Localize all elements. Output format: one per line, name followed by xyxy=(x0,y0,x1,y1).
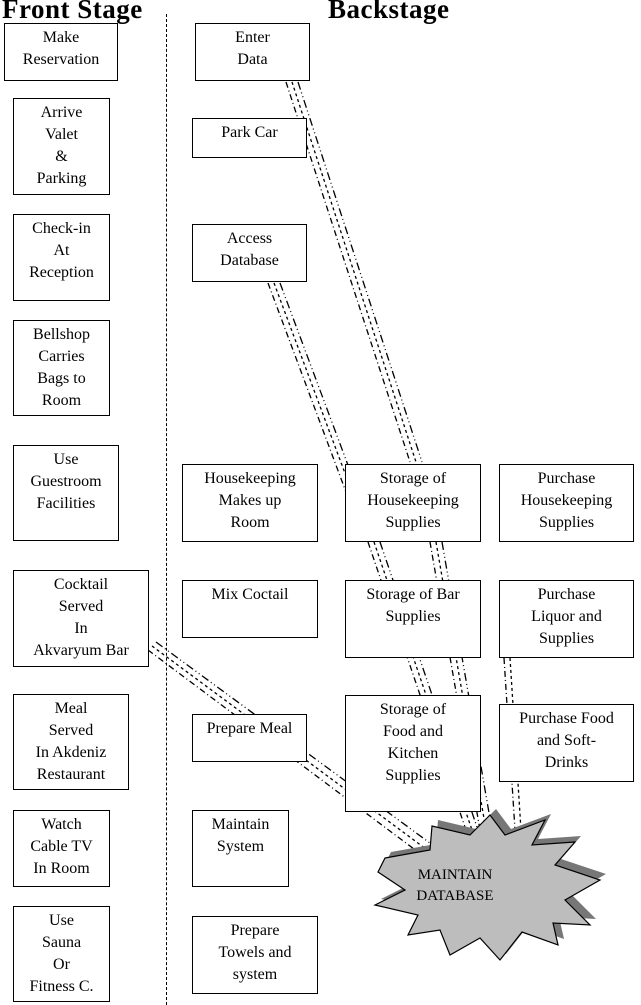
purchase-housekeeping: Purchase Housekeeping Supplies xyxy=(499,464,634,542)
front-make-reservation: Make Reservation xyxy=(4,23,118,81)
purchase-food: Purchase Food and Soft- Drinks xyxy=(499,704,634,782)
front-check-in: Check-in At Reception xyxy=(13,214,110,301)
back-access-database: Access Database xyxy=(192,224,307,282)
front-cocktail-served: Cocktail Served In Akvaryum Bar xyxy=(13,570,149,667)
back-mix-coctail: Mix Coctail xyxy=(182,580,318,638)
front-arrive-valet: Arrive Valet & Parking xyxy=(13,98,110,195)
front-watch-cable-tv: Watch Cable TV In Room xyxy=(13,810,110,887)
front-use-sauna: Use Sauna Or Fitness C. xyxy=(13,906,110,1002)
maintain-database-label: MAINTAIN DATABASE xyxy=(416,867,494,904)
storage-bar: Storage of Bar Supplies xyxy=(345,580,481,658)
back-enter-data: Enter Data xyxy=(195,23,310,81)
back-maintain-system: Maintain System xyxy=(192,810,289,887)
back-housekeeping: Housekeeping Makes up Room xyxy=(182,464,318,542)
line-of-visibility xyxy=(166,14,167,1005)
storage-food-kitchen: Storage of Food and Kitchen Supplies xyxy=(345,695,481,812)
purchase-liquor: Purchase Liquor and Supplies xyxy=(499,580,634,658)
back-prepare-meal: Prepare Meal xyxy=(192,714,307,762)
back-prepare-towels: Prepare Towels and system xyxy=(192,916,318,994)
front-stage-header: Front Stage xyxy=(2,0,143,24)
storage-housekeeping: Storage of Housekeeping Supplies xyxy=(345,464,481,542)
maintain-database-burst xyxy=(373,814,602,961)
front-use-guestroom: Use Guestroom Facilities xyxy=(13,445,119,541)
backstage-header: Backstage xyxy=(328,0,450,24)
front-bellshop: Bellshop Carries Bags to Room xyxy=(13,320,110,416)
front-meal-served: Meal Served In Akdeniz Restaurant xyxy=(13,694,129,790)
back-park-car: Park Car xyxy=(192,118,307,158)
